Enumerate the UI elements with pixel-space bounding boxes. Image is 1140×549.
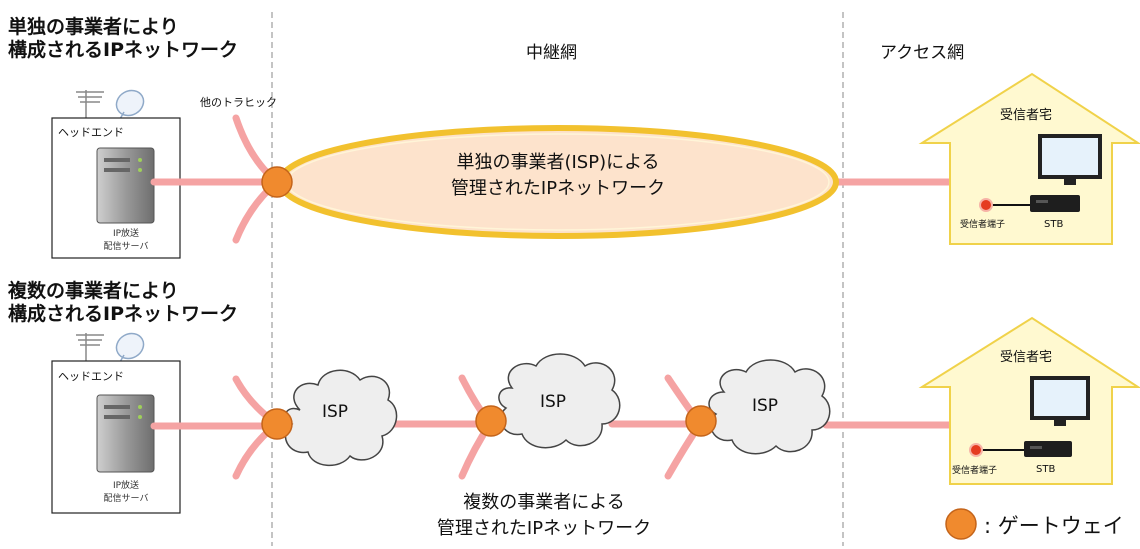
stb-icon bbox=[1030, 195, 1080, 212]
terminal-label-top: 受信者端子 bbox=[960, 220, 1006, 230]
relay-network-label: 中継網 bbox=[526, 43, 577, 63]
single-isp-label-line2: 管理されたIPネットワーク bbox=[450, 178, 666, 199]
isp-label-2: ISP bbox=[540, 392, 567, 412]
stb-icon bbox=[1024, 441, 1072, 457]
top-section-heading: 単独の事業者により 構成されるIPネットワーク bbox=[8, 16, 238, 62]
multi-isp-label-line2: 管理されたIPネットワーク bbox=[436, 518, 652, 539]
isp-label-3: ISP bbox=[752, 396, 779, 416]
multi-isp-network-label: 複数の事業者による 管理されたIPネットワーク bbox=[414, 490, 674, 542]
house-top bbox=[918, 72, 1140, 245]
bottom-heading-line2: 構成されるIPネットワーク bbox=[8, 303, 238, 325]
server-caption-bottom-line1: IP放送 bbox=[112, 481, 140, 491]
top-heading-line2: 構成されるIPネットワーク bbox=[8, 39, 238, 61]
gateway-bottom-2 bbox=[475, 405, 507, 437]
house-label-bottom: 受信者宅 bbox=[1000, 350, 1053, 365]
bottom-heading-line1: 複数の事業者により bbox=[8, 280, 179, 302]
server-caption-top-line2: 配信サーバ bbox=[103, 242, 149, 252]
terminal-label-bottom: 受信者端子 bbox=[952, 466, 998, 476]
server-icon bbox=[96, 147, 155, 224]
top-heading-line1: 単独の事業者により bbox=[8, 16, 179, 38]
legend-gateway-label: : ゲートウェイ bbox=[984, 514, 1124, 538]
server-icon bbox=[96, 394, 155, 473]
server-caption-bottom: IP放送 配信サーバ bbox=[86, 478, 166, 504]
antenna-icon bbox=[76, 90, 104, 118]
isp-label-1: ISP bbox=[322, 402, 349, 422]
link-lines-bottom bbox=[150, 374, 962, 480]
tv-icon bbox=[1030, 376, 1090, 426]
gateway-top bbox=[261, 166, 293, 198]
headend-label-bottom: ヘッドエンド bbox=[58, 370, 124, 383]
other-traffic-label: 他のトラヒック bbox=[200, 96, 277, 109]
terminal-dot-bottom bbox=[969, 443, 983, 457]
gateway-bottom-3 bbox=[685, 405, 717, 437]
satellite-dish-icon bbox=[115, 332, 145, 363]
bottom-section-heading: 複数の事業者により 構成されるIPネットワーク bbox=[8, 280, 238, 326]
antenna-icon bbox=[76, 333, 104, 361]
house-label-top: 受信者宅 bbox=[1000, 108, 1053, 123]
stb-label-top: STB bbox=[1044, 219, 1064, 230]
access-network-label: アクセス網 bbox=[880, 43, 965, 63]
terminal-dot-top bbox=[979, 198, 993, 212]
single-isp-network-label: 単独の事業者(ISP)による 管理されたIPネットワーク bbox=[428, 150, 688, 202]
single-isp-label-line1: 単独の事業者(ISP)による bbox=[456, 152, 660, 173]
server-caption-top-line1: IP放送 bbox=[112, 229, 140, 239]
multi-isp-label-line1: 複数の事業者による bbox=[463, 492, 625, 513]
satellite-dish-icon bbox=[115, 89, 145, 120]
server-caption-top: IP放送 配信サーバ bbox=[86, 226, 166, 252]
stb-label-bottom: STB bbox=[1036, 464, 1056, 475]
server-caption-bottom-line2: 配信サーバ bbox=[103, 494, 149, 504]
headend-label-top: ヘッドエンド bbox=[58, 126, 124, 139]
legend-gateway-swatch bbox=[945, 508, 977, 540]
tv-icon bbox=[1038, 134, 1102, 185]
gateway-bottom-1 bbox=[261, 408, 293, 440]
